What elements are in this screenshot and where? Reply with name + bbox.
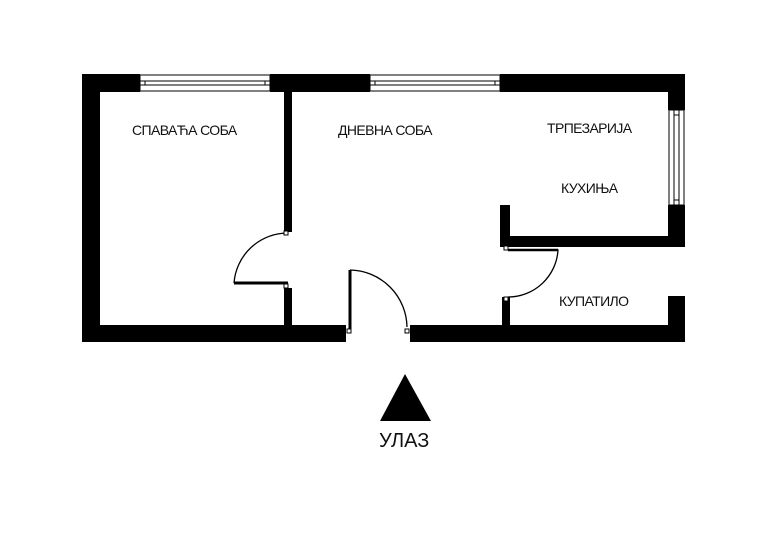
window-bedroom: [139, 74, 271, 92]
wall-left: [82, 74, 100, 342]
walls: [82, 74, 685, 342]
wall-right-upper: [668, 74, 685, 110]
room-label-bathroom: КУПАТИЛО: [559, 293, 629, 309]
room-label-bedroom: СПАВАЋА СОБА: [132, 122, 237, 138]
wall-bedroom-living-lower: [284, 288, 292, 325]
wall-bath-left-stub: [502, 297, 510, 325]
wall-bottom-left: [82, 325, 346, 342]
doors: [233, 230, 559, 334]
room-label-kitchen: КУХИЊА: [561, 180, 618, 196]
wall-kitchen-bath: [500, 236, 685, 247]
wall-bedroom-living-upper: [284, 92, 292, 232]
wall-bottom-right: [410, 325, 685, 342]
room-label-dining: ТРПЕЗАРИЈА: [547, 120, 632, 136]
wall-top-mid: [270, 74, 370, 92]
door-entrance: [346, 269, 410, 334]
triangle-up-icon: [380, 374, 431, 421]
door-bathroom: [503, 245, 559, 302]
door-bedroom: [233, 230, 289, 289]
room-label-living: ДНЕВНА СОБА: [338, 122, 433, 138]
wall-top-right: [500, 74, 685, 92]
wall-kitchen-stub: [500, 205, 510, 247]
wall-bath-right: [668, 296, 685, 342]
window-kitchen: [668, 109, 685, 206]
windows: [139, 74, 685, 206]
window-living: [369, 74, 501, 92]
entrance-label: УЛАЗ: [379, 430, 430, 452]
